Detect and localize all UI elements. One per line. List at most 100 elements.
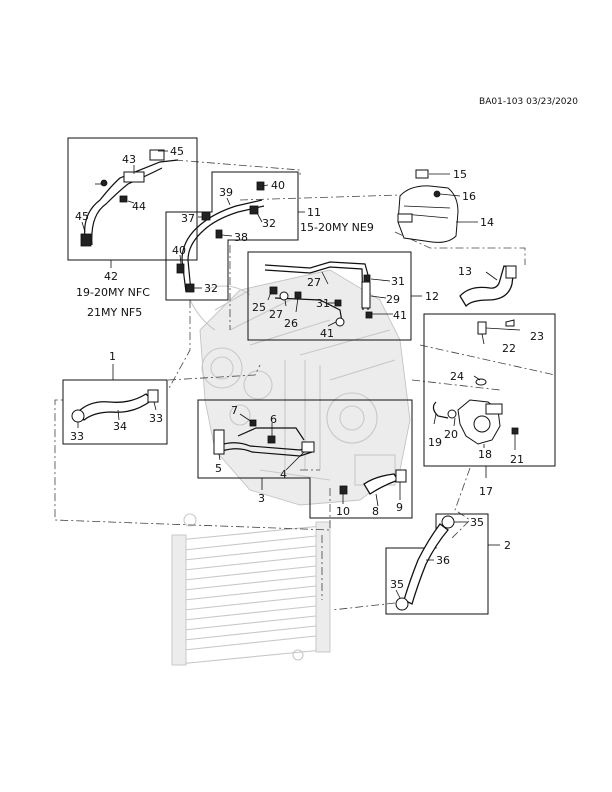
clip-46 — [100, 179, 108, 187]
connection-lines — [54, 159, 556, 611]
callout-24: 24 — [450, 370, 464, 383]
clamp-9 — [395, 469, 407, 483]
clip-40-lower — [176, 263, 185, 274]
group-2: 35 36 35 2 — [385, 513, 511, 615]
callout-36: 36 — [436, 554, 450, 567]
group-1-box — [62, 379, 168, 445]
callout-38: 38 — [234, 231, 248, 244]
callout-14: 14 — [480, 216, 494, 229]
callout-3: 3 — [258, 492, 265, 505]
coolant-reservoir-icon: 15 16 14 — [397, 168, 494, 243]
callout-32: 32 — [262, 217, 276, 230]
callout-40-lower: 40 — [172, 244, 186, 257]
hose-clamp-45 — [149, 149, 165, 161]
callout-42: 42 — [104, 270, 118, 283]
clip-27-upper — [294, 291, 302, 299]
clip-37 — [201, 211, 211, 221]
group-42-caption-line2: 21MY NF5 — [87, 306, 142, 319]
hose-34 — [77, 393, 153, 421]
callout-8: 8 — [372, 505, 379, 518]
callout-25: 25 — [252, 301, 266, 314]
clamp-33-left — [71, 409, 85, 423]
clip-7 — [249, 419, 257, 427]
hose-13: 13 — [458, 265, 517, 308]
callout-40: 40 — [271, 179, 285, 192]
callout-12: 12 — [425, 290, 439, 303]
callout-43: 43 — [122, 153, 136, 166]
hose-36 — [403, 523, 449, 605]
callout-6: 6 — [270, 413, 277, 426]
clip-23 — [505, 319, 515, 327]
clip-32-lower — [185, 283, 195, 293]
callout-13: 13 — [458, 265, 472, 278]
callout-33-right: 33 — [149, 412, 163, 425]
group-11-box — [165, 171, 299, 301]
pipe-29 — [361, 281, 371, 309]
group-3: 7 6 5 4 10 8 9 3 — [197, 399, 413, 519]
callout-29: 29 — [386, 293, 400, 306]
callout-2: 2 — [504, 539, 511, 552]
seal-24 — [475, 378, 487, 386]
clamp-33-right — [147, 389, 159, 403]
hose-clamp-45-lower — [80, 233, 92, 247]
callout-27: 27 — [307, 276, 321, 289]
group-11-caption: 15-20MY NE9 — [300, 221, 374, 234]
callout-45: 45 — [170, 145, 184, 158]
hose-13-clamp — [505, 265, 517, 279]
callout-20: 20 — [444, 428, 458, 441]
grommet-27 — [279, 291, 289, 301]
clip-41 — [365, 311, 373, 319]
bolt-16 — [433, 190, 441, 198]
callout-22: 22 — [502, 342, 516, 355]
fitting-41-lower — [335, 317, 345, 327]
callout-41-lower: 41 — [320, 327, 334, 340]
clip-6 — [267, 435, 276, 444]
clip-32-upper — [249, 205, 259, 215]
callout-11: 11 — [307, 206, 321, 219]
clamp-35-upper — [441, 515, 455, 529]
gasket-20 — [447, 409, 457, 419]
clip-31-upper — [363, 274, 371, 282]
group-12: 27 31 29 41 31 25 27 26 41 12 — [247, 251, 439, 341]
clip-10 — [339, 485, 348, 495]
callout-33-left: 33 — [70, 430, 84, 443]
callout-39: 39 — [219, 186, 233, 199]
callout-32-lower: 32 — [204, 282, 218, 295]
group-2-box — [385, 513, 489, 615]
callout-35-lower: 35 — [390, 578, 404, 591]
callout-26: 26 — [284, 317, 298, 330]
callout-19: 19 — [428, 436, 442, 449]
group-42-caption-line1: 19-20MY NFC — [76, 286, 150, 299]
clamp-35-lower — [395, 597, 409, 611]
radiator-icon — [171, 513, 331, 666]
callout-16: 16 — [462, 190, 476, 203]
callout-1: 1 — [109, 350, 116, 363]
callout-44: 44 — [132, 200, 146, 213]
group-42: 45 43 44 45 42 19-20MY NFC 21MY NF5 — [67, 137, 198, 319]
callout-37: 37 — [181, 212, 195, 225]
callout-5: 5 — [215, 462, 222, 475]
callout-34: 34 — [113, 420, 127, 433]
callout-7: 7 — [231, 404, 238, 417]
group-1: 33 33 34 1 — [62, 350, 168, 445]
callout-23: 23 — [530, 330, 544, 343]
reservoir-cap-15 — [415, 169, 429, 179]
group-17-box — [423, 313, 556, 467]
callout-4: 4 — [280, 468, 287, 481]
pipe-5 — [213, 429, 225, 455]
callout-18: 18 — [478, 448, 492, 461]
doc-reference: BA01-103 03/23/2020 — [479, 97, 578, 107]
clip-38 — [215, 229, 223, 239]
group-42-box — [67, 137, 198, 261]
callout-41: 41 — [393, 309, 407, 322]
group-3-box — [197, 399, 413, 519]
bolt-21 — [511, 427, 519, 435]
group-17: 23 22 24 19 20 18 21 17 — [423, 313, 556, 498]
callout-27-lower: 27 — [269, 308, 283, 321]
callout-9: 9 — [396, 501, 403, 514]
clip-25 — [269, 286, 278, 295]
callout-35-upper: 35 — [470, 516, 484, 529]
callout-21: 21 — [510, 453, 524, 466]
callout-10: 10 — [336, 505, 350, 518]
